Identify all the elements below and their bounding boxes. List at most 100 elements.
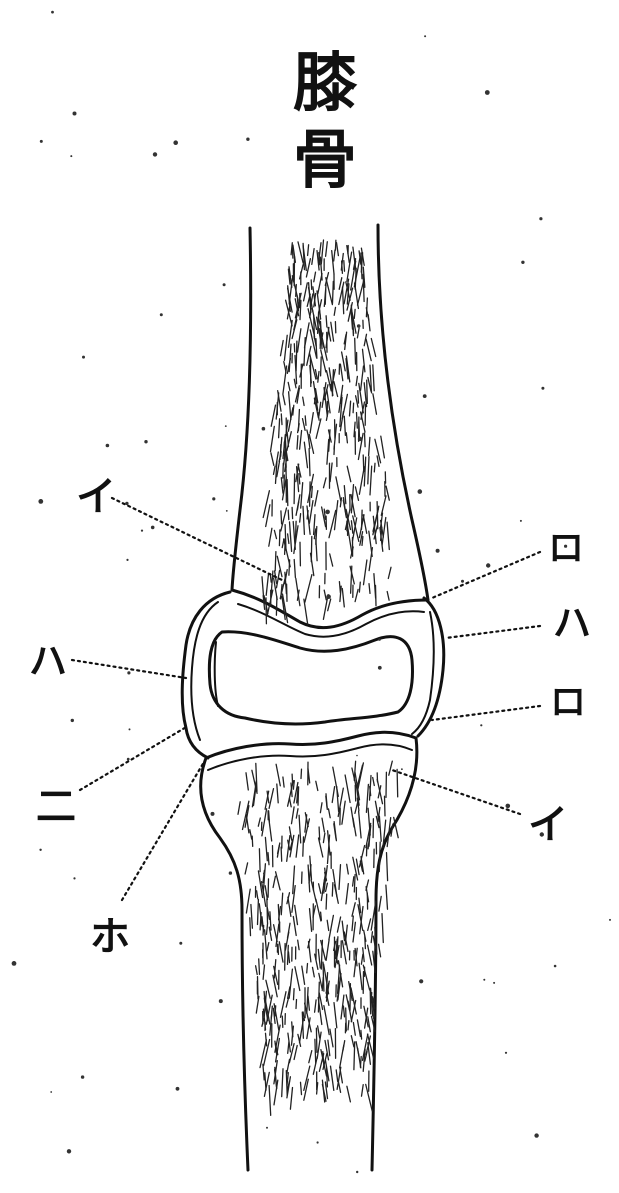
femur-hatch-stroke	[356, 376, 357, 385]
femur-hatch-stroke	[351, 521, 352, 533]
femur-hatch-stroke	[334, 307, 335, 315]
femur-hatch-stroke	[357, 413, 358, 429]
speckle-dot	[73, 877, 75, 879]
femur-hatch-stroke	[367, 380, 368, 403]
tibia-hatch-stroke	[289, 952, 290, 963]
label-i-upper: イ	[76, 473, 116, 520]
tibia-hatch-stroke	[336, 1070, 338, 1082]
tibia-hatch-stroke	[322, 818, 324, 832]
title-char-1: 膝	[293, 46, 358, 121]
tibia-hatch-stroke	[359, 811, 362, 838]
tibia-hatch-stroke	[319, 838, 323, 857]
femur-hatch-stroke	[337, 243, 339, 256]
tibia-hatch-stroke	[351, 1001, 355, 1022]
tibia-hatch-stroke	[353, 877, 354, 886]
tibia-hatch-stroke	[348, 1021, 349, 1030]
tibia-hatch-stroke	[316, 781, 318, 790]
leader-ni	[80, 726, 188, 790]
tibia-hatch-stroke	[397, 769, 398, 797]
speckle-dot	[358, 437, 362, 441]
femur-hatch-stroke	[294, 474, 295, 504]
femur-hatch-stroke	[281, 511, 282, 524]
femur-hatch-stroke	[346, 433, 347, 443]
speckle-dot	[483, 979, 485, 981]
femur-hatch-stroke	[332, 370, 333, 396]
tibia-hatch-stroke	[265, 837, 267, 860]
tibia-hatch-stroke	[382, 914, 383, 943]
femur-hatch-stroke	[300, 300, 301, 319]
speckle-dot	[127, 671, 130, 674]
femur-hatch-stroke	[305, 416, 306, 425]
femur-hatch-stroke	[355, 487, 358, 501]
tibia-hatch-stroke	[315, 1039, 316, 1063]
femur-hatch-stroke	[343, 287, 344, 314]
femur-hatch-stroke	[369, 548, 372, 571]
tibia-hatch-stroke	[368, 945, 372, 965]
femur-hatch-stroke	[271, 453, 274, 466]
speckle-dot	[225, 425, 227, 427]
speckle-dot	[325, 510, 330, 515]
speckle-dot	[106, 444, 110, 448]
tibia-hatch-stroke	[260, 1040, 266, 1068]
tibia-hatch-stroke	[310, 909, 312, 932]
speckle-dot	[436, 549, 440, 553]
tibia-hatch-stroke	[258, 818, 260, 826]
femur-hatch-stroke	[344, 416, 345, 435]
tibia-hatch-stroke	[353, 1023, 355, 1036]
femur-hatch-stroke	[381, 436, 385, 458]
tibia-hatch-stroke	[278, 845, 280, 853]
femur-hatch-stroke	[355, 338, 356, 364]
tibia-hatch-stroke	[301, 1082, 302, 1094]
femur-hatch-stroke	[309, 449, 310, 476]
tibia-hatch-stroke	[276, 872, 281, 890]
femur-hatch-stroke	[347, 252, 352, 281]
femur-hatch-stroke	[292, 507, 293, 518]
speckle-dot	[378, 666, 382, 670]
speckle-dot	[127, 758, 130, 761]
femur-hatch-stroke	[284, 335, 287, 360]
femur-hatch-stroke	[303, 419, 306, 431]
tibia-hatch-stroke	[293, 917, 296, 936]
femur-hatching	[262, 240, 391, 624]
femur-hatch-stroke	[318, 274, 322, 294]
speckle-dot	[317, 1141, 319, 1143]
femur-hatch-stroke	[275, 552, 276, 571]
femur-hatch-stroke	[327, 440, 329, 465]
tibia-hatch-stroke	[361, 1030, 362, 1039]
femur-hatch-stroke	[279, 419, 280, 438]
femur-hatch-stroke	[368, 315, 370, 331]
tibia-hatch-stroke	[298, 787, 299, 805]
speckle-dot	[357, 324, 361, 328]
label-ro-upper: ロ	[548, 527, 584, 569]
tibia-hatch-stroke	[283, 777, 284, 787]
tibia-hatch-stroke	[379, 944, 381, 957]
speckle-dot	[326, 594, 331, 599]
tibia-hatch-stroke	[343, 1006, 344, 1017]
femur-hatch-stroke	[288, 510, 289, 519]
tibia-hatch-stroke	[362, 1085, 364, 1097]
femur-hatch-stroke	[364, 560, 367, 585]
tibia-hatch-stroke	[329, 809, 331, 818]
femur-hatch-stroke	[311, 280, 312, 290]
femur-hatch-stroke	[311, 553, 314, 575]
femur-hatch-stroke	[271, 426, 275, 451]
speckle-dot	[480, 724, 482, 726]
femur-hatch-stroke	[316, 539, 317, 561]
speckle-dot	[506, 804, 511, 809]
femur-hatch-stroke	[373, 365, 374, 391]
tibia-hatch-stroke	[246, 889, 250, 913]
tibia-hatch-stroke	[359, 963, 362, 989]
tibia-hatch-stroke	[342, 801, 345, 824]
speckle-dot	[141, 530, 143, 532]
femur-hatch-stroke	[377, 502, 378, 529]
femur-hatch-stroke	[304, 283, 308, 301]
femur-hatch-stroke	[388, 567, 391, 578]
tibia-hatch-stroke	[259, 959, 260, 974]
femur-hatch-stroke	[381, 496, 386, 515]
femur-hatch-stroke	[283, 395, 285, 405]
femur-hatch-stroke	[339, 278, 342, 290]
tibia-hatch-stroke	[319, 827, 320, 840]
tibia-hatch-stroke	[347, 1086, 351, 1102]
tibia-hatch-stroke	[334, 1003, 337, 1028]
tibia-hatch-stroke	[340, 1045, 344, 1067]
